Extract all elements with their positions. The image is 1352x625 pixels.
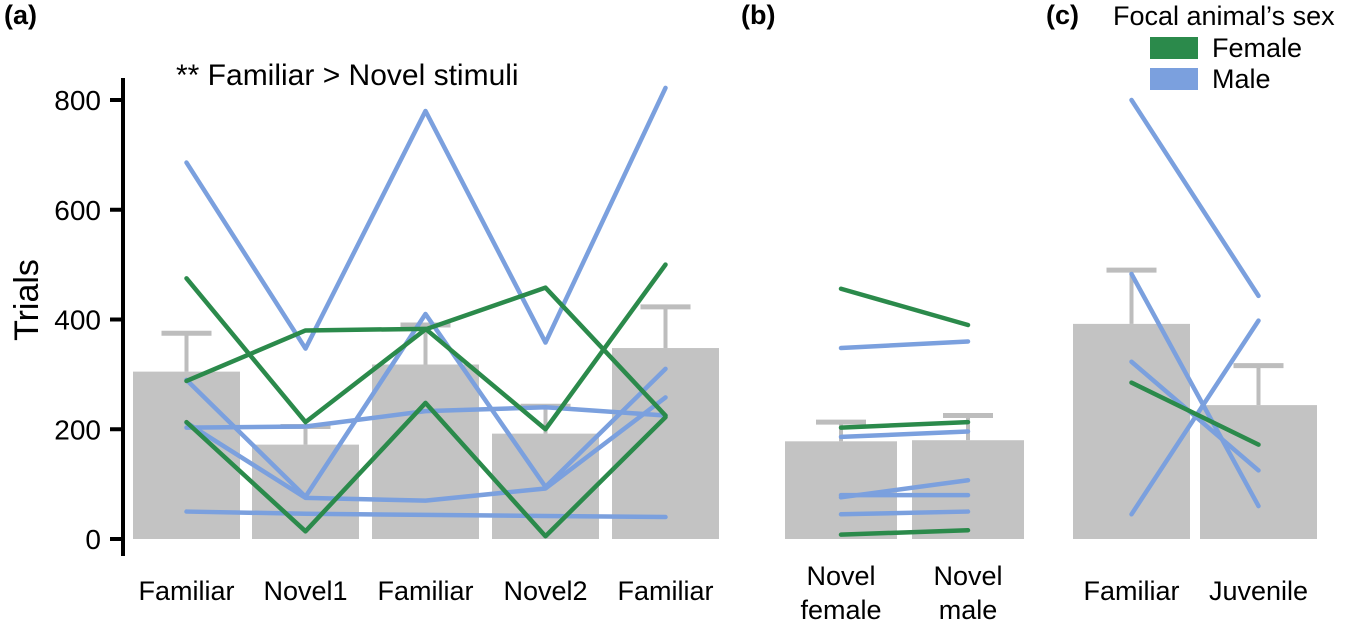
legend-label-female: Female — [1212, 33, 1302, 63]
subject-line-female — [838, 419, 971, 430]
panel-c: Familiar Juvenile — [1073, 97, 1317, 606]
subject-line-female — [838, 527, 971, 537]
panel-b-category-labels: Novel female Novel male — [800, 561, 1002, 625]
subject-line-male — [184, 395, 668, 503]
subject-line-female — [184, 262, 668, 432]
subject-line-male — [838, 429, 971, 440]
x-axis-category-label: Novel2 — [503, 576, 587, 606]
panel-a-subject-lines — [184, 85, 668, 539]
bar — [912, 440, 1024, 539]
x-axis-category-label: Familiar — [617, 576, 713, 606]
panel-a-category-labels: Familiar Novel1 Familiar Novel2 Familiar — [138, 576, 713, 606]
y-axis-title: Trials — [8, 259, 46, 341]
panel-letter-c: (c) — [1046, 0, 1079, 30]
x-axis-category-label: Familiar — [138, 576, 234, 606]
panel-c-error-bars — [1106, 267, 1284, 406]
y-axis-tick-label: 600 — [54, 195, 101, 226]
significance-annotation: ** Familiar > Novel stimuli — [176, 59, 519, 92]
x-axis-category-label: Novel1 — [263, 576, 347, 606]
y-axis-tick-label: 200 — [54, 414, 101, 445]
panel-a: 0 200 400 600 800 Trials ** Familiar > Novel… — [8, 59, 719, 606]
legend-label-male: Male — [1212, 64, 1271, 94]
panel-c-category-labels: Familiar Juvenile — [1083, 576, 1308, 606]
legend-swatch-male — [1150, 68, 1198, 90]
panel-b-bars — [785, 440, 1024, 539]
legend: Focal animal’s sex Female Male — [1113, 1, 1335, 94]
subject-line-male — [184, 509, 668, 520]
x-axis-category-label: Familiar — [1083, 576, 1179, 606]
panel-a-yaxis: 0 200 400 600 800 — [54, 78, 125, 556]
bar — [372, 364, 479, 539]
x-axis-category-label: Familiar — [377, 576, 473, 606]
panel-letter-b: (b) — [741, 0, 775, 30]
subject-line-male — [838, 339, 971, 351]
legend-title: Focal animal’s sex — [1113, 1, 1335, 31]
y-axis-tick-label: 0 — [85, 524, 101, 555]
x-axis-category-label: male — [939, 595, 998, 625]
subject-line-male — [1129, 97, 1261, 299]
x-axis-category-label: female — [800, 595, 881, 625]
panel-b-subject-lines — [838, 286, 971, 537]
x-axis-category-label: Novel — [806, 561, 875, 591]
x-axis-category-label: Juvenile — [1209, 576, 1308, 606]
x-axis-category-label: Novel — [933, 561, 1002, 591]
subject-line-female — [838, 286, 971, 328]
subject-line-male — [184, 311, 668, 499]
y-axis-tick-label: 400 — [54, 305, 101, 336]
subject-line-male — [184, 85, 668, 351]
subject-line-female — [184, 400, 668, 539]
panel-c-subject-lines — [1129, 97, 1261, 517]
subject-line-male — [1129, 271, 1261, 509]
bar — [1073, 323, 1190, 539]
subject-line-male — [838, 509, 971, 517]
subject-line-female — [1129, 380, 1261, 447]
y-axis-tick-label: 800 — [54, 85, 101, 116]
legend-swatch-female — [1150, 37, 1198, 59]
panel-letter-a: (a) — [4, 0, 37, 30]
panel-c-bars — [1073, 323, 1317, 539]
subject-line-male — [1129, 318, 1261, 517]
panel-b: Novel female Novel male — [785, 286, 1024, 625]
subject-line-male — [184, 405, 668, 430]
